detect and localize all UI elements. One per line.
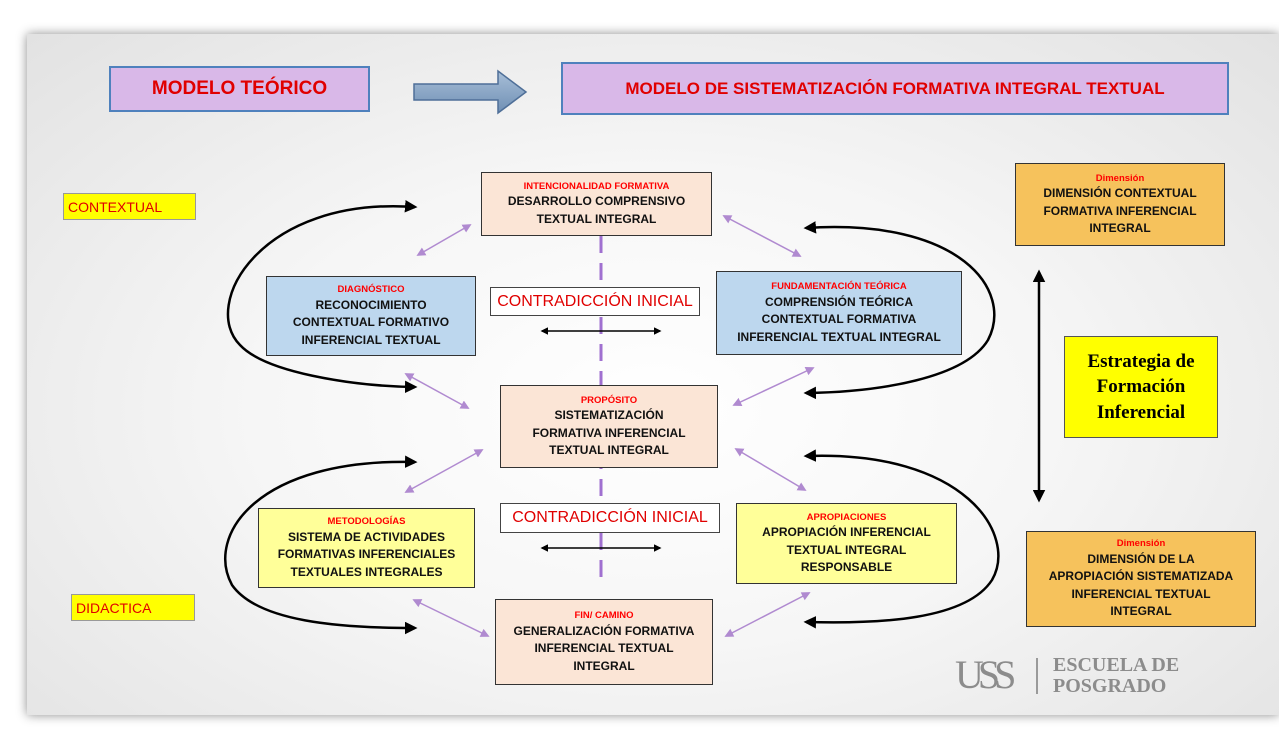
loop-arrow-upper-left <box>226 200 418 394</box>
didactica-label: DIDACTICA <box>71 594 195 621</box>
node-line: SISTEMATIZACIÓN <box>554 408 664 423</box>
uss-logo-mark: USS <box>955 652 1016 697</box>
dimension-line: APROPIACIÓN SISTEMATIZADA <box>1048 569 1234 584</box>
node-intencionalidad: INTENCIONALIDAD FORMATIVA DESARROLLO COM… <box>481 172 712 236</box>
dimension-line: DIMENSIÓN CONTEXTUAL <box>1043 186 1197 201</box>
modelo-teorico-box: MODELO TEÓRICO <box>109 66 370 112</box>
node-line: INFERENCIAL TEXTUAL <box>534 641 674 656</box>
node-line: CONTEXTUAL FORMATIVA <box>761 312 917 327</box>
loop-arrow-lower-right <box>803 449 1000 629</box>
strategy-line: Estrategia de <box>1087 350 1195 372</box>
contradiction-box-top: CONTRADICCIÓN INICIAL <box>490 287 700 316</box>
dimension-line: INFERENCIAL TEXTUAL <box>1071 586 1211 601</box>
node-line: TEXTUAL INTEGRAL <box>536 211 657 226</box>
modelo-sistematizacion-box: MODELO DE SISTEMATIZACIÓN FORMATIVA INTE… <box>561 62 1229 115</box>
node-line: APROPIACIÓN INFERENCIAL <box>762 525 931 540</box>
node-line: RESPONSABLE <box>800 560 893 575</box>
node-heading: APROPIACIONES <box>806 511 887 523</box>
dimension-line: INTEGRAL <box>1089 221 1151 236</box>
dimension-box-bottom: Dimensión DIMENSIÓN DE LA APROPIACIÓN SI… <box>1026 531 1256 627</box>
contradiction-box-bottom: CONTRADICCIÓN INICIAL <box>500 503 720 533</box>
dimension-line: INTEGRAL <box>1110 604 1172 619</box>
node-heading: FUNDAMENTACIÓN TEÓRICA <box>771 281 907 293</box>
node-heading: PROPÓSITO <box>580 394 638 406</box>
node-line: TEXTUAL INTEGRAL <box>786 542 907 557</box>
node-line: FORMATIVAS INFERENCIALES <box>277 547 456 562</box>
purple-connectors <box>404 215 815 637</box>
strategy-box: Estrategia de Formación Inferencial <box>1064 336 1218 438</box>
loop-arrow-upper-right <box>803 221 996 400</box>
dimension-heading: Dimensión <box>1116 538 1166 550</box>
node-heading: FIN/ CAMINO <box>574 610 634 622</box>
node-heading: INTENCIONALIDAD FORMATIVA <box>523 180 670 192</box>
modelo-sistematizacion-title: MODELO DE SISTEMATIZACIÓN FORMATIVA INTE… <box>625 78 1165 98</box>
loop-arrow-lower-left <box>224 455 418 635</box>
node-metodologias: METODOLOGÍAS SISTEMA DE ACTIVIDADES FORM… <box>258 508 475 588</box>
dimension-heading: Dimensión <box>1095 172 1145 184</box>
node-apropiaciones: APROPIACIONES APROPIACIÓN INFERENCIAL TE… <box>736 503 957 584</box>
node-line: INFERENCIAL TEXTUAL <box>301 332 441 347</box>
node-proposito: PROPÓSITO SISTEMATIZACIÓN FORMATIVA INFE… <box>500 385 718 468</box>
node-heading: DIAGNÓSTICO <box>337 284 405 296</box>
node-line: INTEGRAL <box>573 658 635 673</box>
contradiction-label-bottom: CONTRADICCIÓN INICIAL <box>512 509 708 526</box>
dimension-box-top: Dimensión DIMENSIÓN CONTEXTUAL FORMATIVA… <box>1015 163 1225 246</box>
node-fin-camino: FIN/ CAMINO GENERALIZACIÓN FORMATIVA INF… <box>495 599 713 685</box>
node-line: CONTEXTUAL FORMATIVO <box>292 315 450 330</box>
strategy-line: Inferencial <box>1096 401 1186 423</box>
dimension-line: FORMATIVA INFERENCIAL <box>1043 203 1197 218</box>
node-heading: METODOLOGÍAS <box>327 516 406 528</box>
logo-divider <box>1036 658 1038 694</box>
node-line: COMPRENSIÓN TEÓRICA <box>764 294 913 309</box>
modelo-teorico-title: MODELO TEÓRICO <box>151 78 328 99</box>
contextual-label: CONTEXTUAL <box>63 193 196 220</box>
logo-line-1: ESCUELA DE <box>1053 654 1180 676</box>
dimension-line: DIMENSIÓN DE LA <box>1087 552 1195 567</box>
contextual-label-text: CONTEXTUAL <box>68 198 163 215</box>
node-fundamentacion: FUNDAMENTACIÓN TEÓRICA COMPRENSIÓN TEÓRI… <box>716 271 962 355</box>
node-line: GENERALIZACIÓN FORMATIVA <box>513 623 695 638</box>
didactica-label-text: DIDACTICA <box>76 599 152 616</box>
uss-logo: USS ESCUELA DE POSGRADO <box>955 652 1195 700</box>
node-line: FORMATIVA INFERENCIAL <box>532 425 686 440</box>
node-line: TEXTUAL INTEGRAL <box>549 443 669 458</box>
contradiction-label-top: CONTRADICCIÓN INICIAL <box>497 292 693 310</box>
strategy-line: Formación <box>1096 376 1186 398</box>
node-line: SISTEMA DE ACTIVIDADES <box>287 529 446 544</box>
node-line: INFERENCIAL TEXTUAL INTEGRAL <box>737 329 941 344</box>
node-line: RECONOCIMIENTO <box>315 297 427 312</box>
model-transition-arrow <box>413 69 528 115</box>
node-line: TEXTUALES INTEGRALES <box>290 564 443 579</box>
node-diagnostico: DIAGNÓSTICO RECONOCIMIENTO CONTEXTUAL FO… <box>266 276 476 356</box>
node-line: DESARROLLO COMPRENSIVO <box>507 194 686 209</box>
logo-line-2: POSGRADO <box>1053 675 1167 697</box>
